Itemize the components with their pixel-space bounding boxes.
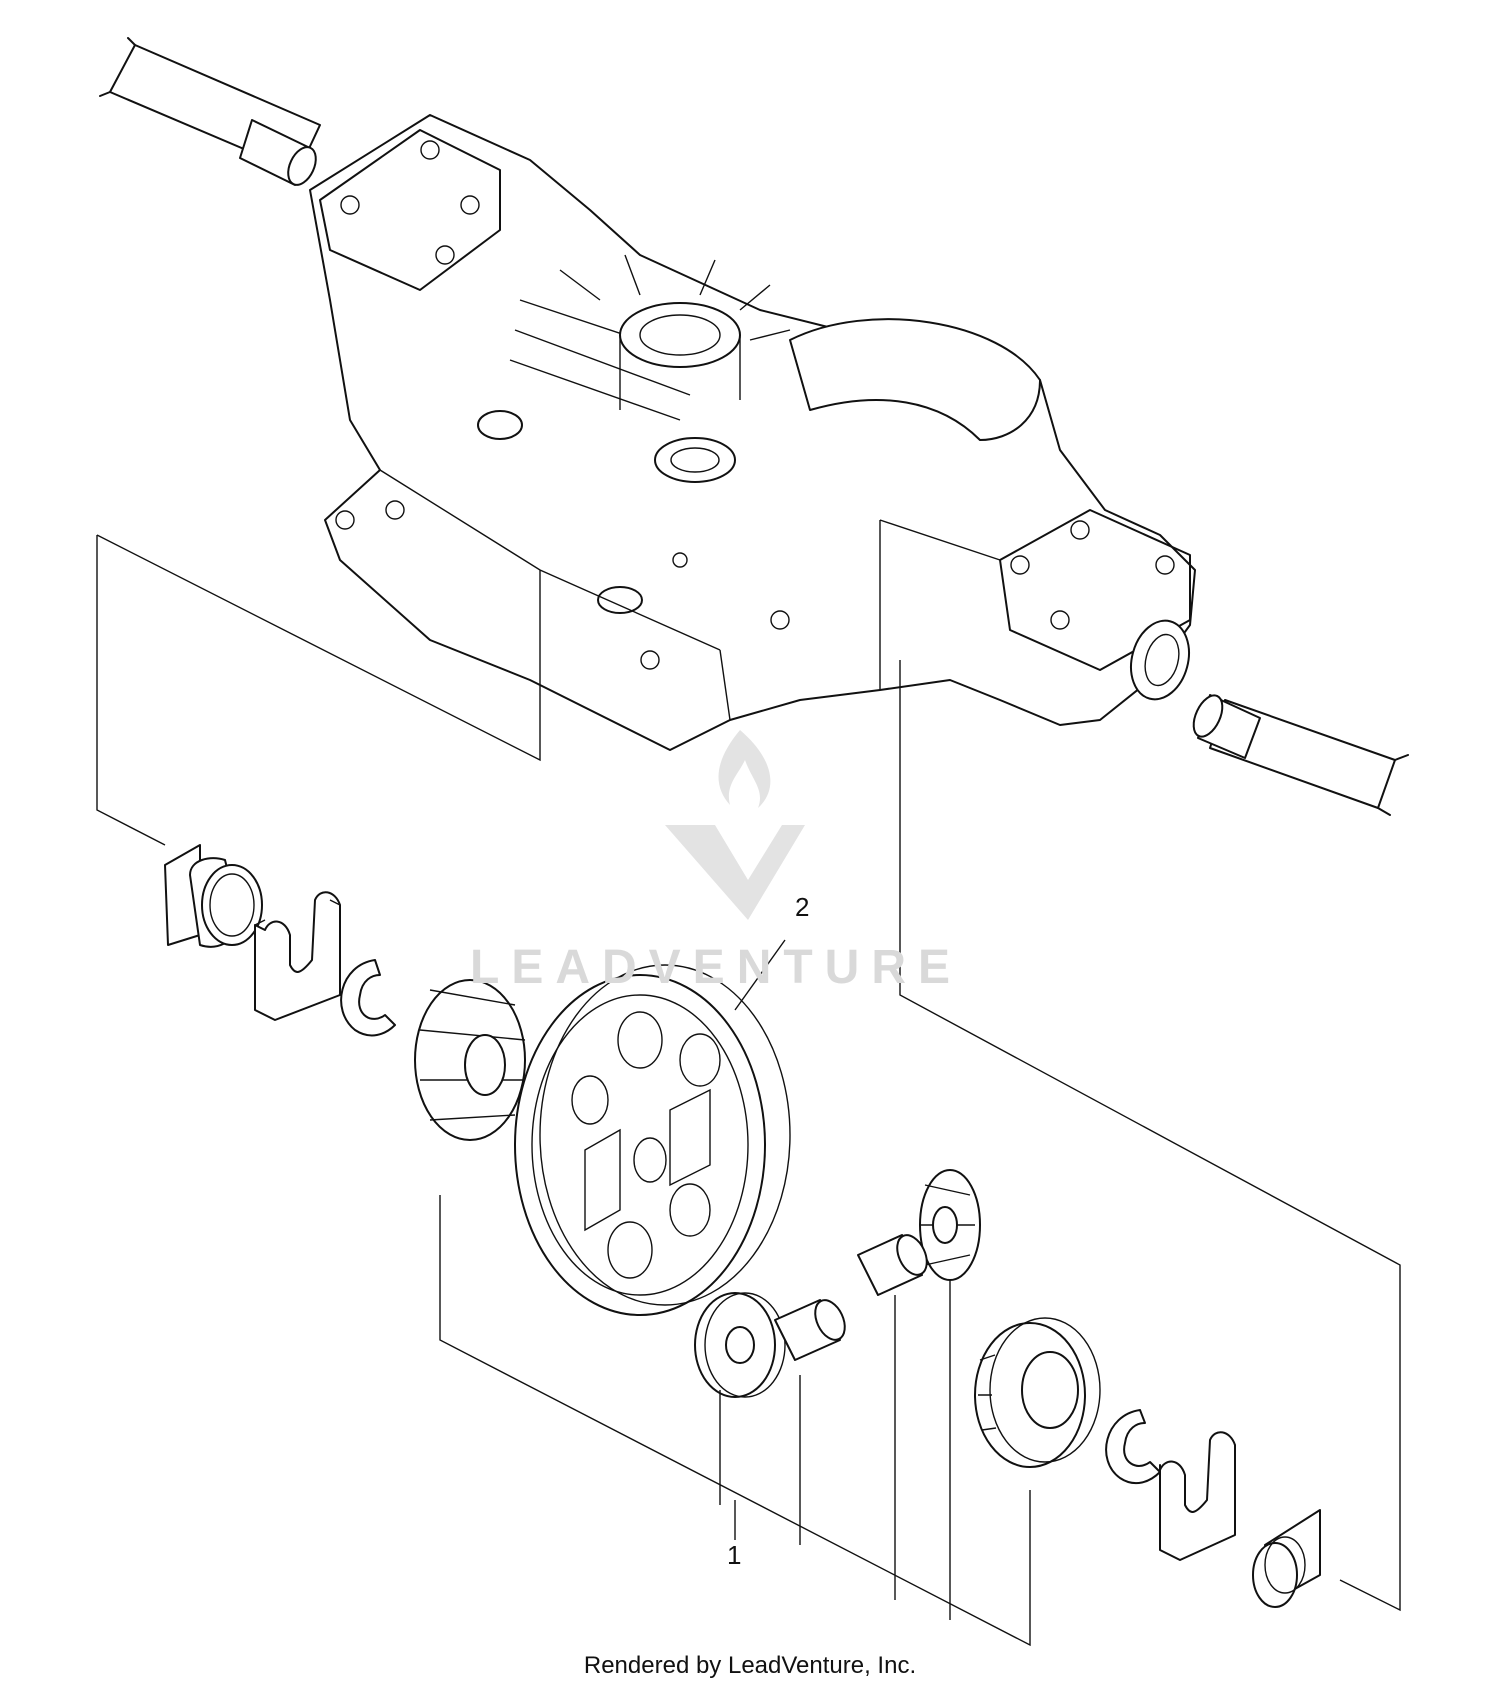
transaxle-housing (309, 114, 1196, 751)
callout-part-1: 1 (727, 1540, 742, 1570)
right-bushing (1252, 1509, 1321, 1608)
cross-pin-lower (774, 1299, 846, 1361)
left-axle-shaft (99, 37, 321, 186)
part-1-bracket (439, 1195, 1031, 1647)
upper-pinion-gear (919, 1169, 981, 1281)
left-retaining-ring (340, 959, 396, 1037)
cross-pin-upper (857, 1234, 928, 1296)
right-thrust-washer (1159, 1431, 1236, 1561)
right-guide-lines (899, 660, 1401, 1612)
left-bushing (164, 844, 263, 948)
ring-gear (514, 964, 791, 1316)
callout-part-2: 2 (795, 892, 810, 922)
render-credit: Rendered by LeadVenture, Inc. (583, 1652, 917, 1679)
watermark-text: LEADVENTURE (470, 941, 963, 994)
right-retaining-ring (1105, 1409, 1161, 1485)
watermark-logo (665, 730, 805, 920)
part-2-leader (734, 939, 786, 1011)
right-side-gear (974, 1317, 1101, 1468)
left-guide-lines (96, 534, 541, 846)
right-axle-shaft (1192, 694, 1409, 816)
left-side-gear (414, 979, 526, 1141)
left-thrust-washer (254, 891, 341, 1021)
lower-pinion-gear (694, 1292, 786, 1398)
